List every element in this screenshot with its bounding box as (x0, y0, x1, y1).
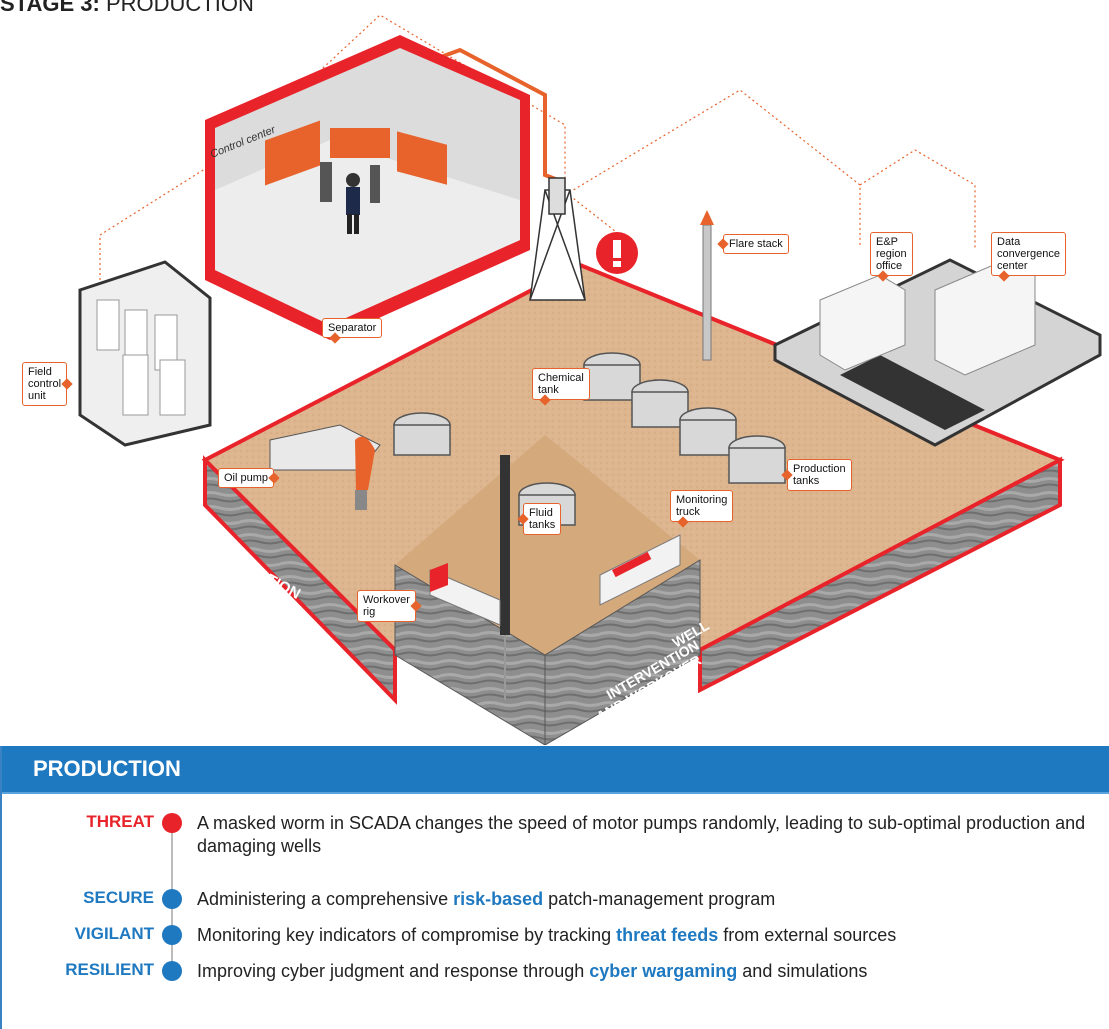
threat-label: THREAT (86, 812, 154, 831)
secure-text-b: patch-management program (543, 889, 776, 909)
resilient-label: RESILIENT (65, 960, 154, 979)
callout-ep-region-office: E&P region office (870, 232, 913, 276)
callout-production-tanks: Production tanks (787, 459, 852, 491)
stage-number: STAGE 3: (0, 0, 100, 16)
drill-derrick (500, 455, 510, 700)
control-center-room: Control center (205, 35, 530, 340)
callout-data-convergence-center: Data convergence center (991, 232, 1066, 276)
secure-text-a: Administering a comprehensive (197, 889, 454, 909)
vigilant-text-a: Monitoring key indicators of compromise … (197, 925, 617, 945)
vigilant-dot-icon (162, 925, 182, 945)
vigilant-highlight: threat feeds (616, 925, 719, 945)
vigilant-text-b: from external sources (718, 925, 897, 945)
callout-chemical-tank: Chemical tank (532, 368, 590, 400)
resilient-text-b: and simulations (737, 961, 868, 981)
callout-separator: Separator (322, 318, 383, 338)
threat-text: A masked worm in SCADA changes the speed… (197, 812, 1097, 858)
production-tanks-group (393, 352, 786, 526)
secure-text: Administering a comprehensive risk-based… (197, 888, 1097, 911)
secure-highlight: risk-based (453, 889, 544, 909)
callout-oil-pump: Oil pump (218, 468, 275, 488)
secure-label: SECURE (83, 888, 154, 907)
communication-tower (529, 177, 586, 301)
callout-workover-rig: Workover rig (357, 590, 416, 622)
threat-text-a: A masked worm in SCADA changes the speed… (197, 813, 1086, 856)
callout-field-control-unit: Field control unit (22, 362, 68, 406)
offices-platform (773, 258, 1102, 447)
oil-pump-unit (269, 424, 381, 510)
flare-stack-tower (700, 210, 714, 361)
vigilant-label: VIGILANT (74, 924, 154, 943)
workover-truck (429, 563, 501, 626)
threat-dot-icon (162, 813, 182, 833)
stage-name: PRODUCTION (99, 0, 254, 16)
field-control-unit-box (78, 260, 212, 447)
resilient-text-a: Improving cyber judgment and response th… (197, 961, 590, 981)
callout-fluid-tanks: Fluid tanks (523, 503, 562, 535)
stage-title: STAGE 3: PRODUCTION (0, 0, 254, 17)
resilient-dot-icon (162, 961, 182, 981)
callout-monitoring-truck: Monitoring truck (670, 490, 734, 522)
vigilant-text: Monitoring key indicators of compromise … (197, 924, 1097, 947)
secure-dot-icon (162, 889, 182, 909)
resilient-text: Improving cyber judgment and response th… (197, 960, 1097, 983)
resilient-highlight: cyber wargaming (589, 961, 738, 981)
panel-title: PRODUCTION (2, 746, 1109, 794)
production-scene-illustration: Control center (78, 14, 1102, 745)
monitoring-truck-vehicle (599, 534, 681, 606)
threat-alert-icon (596, 232, 638, 274)
production-panel: PRODUCTION THREAT A masked worm in SCADA… (0, 746, 1109, 1029)
callout-flare-stack: Flare stack (723, 234, 789, 254)
